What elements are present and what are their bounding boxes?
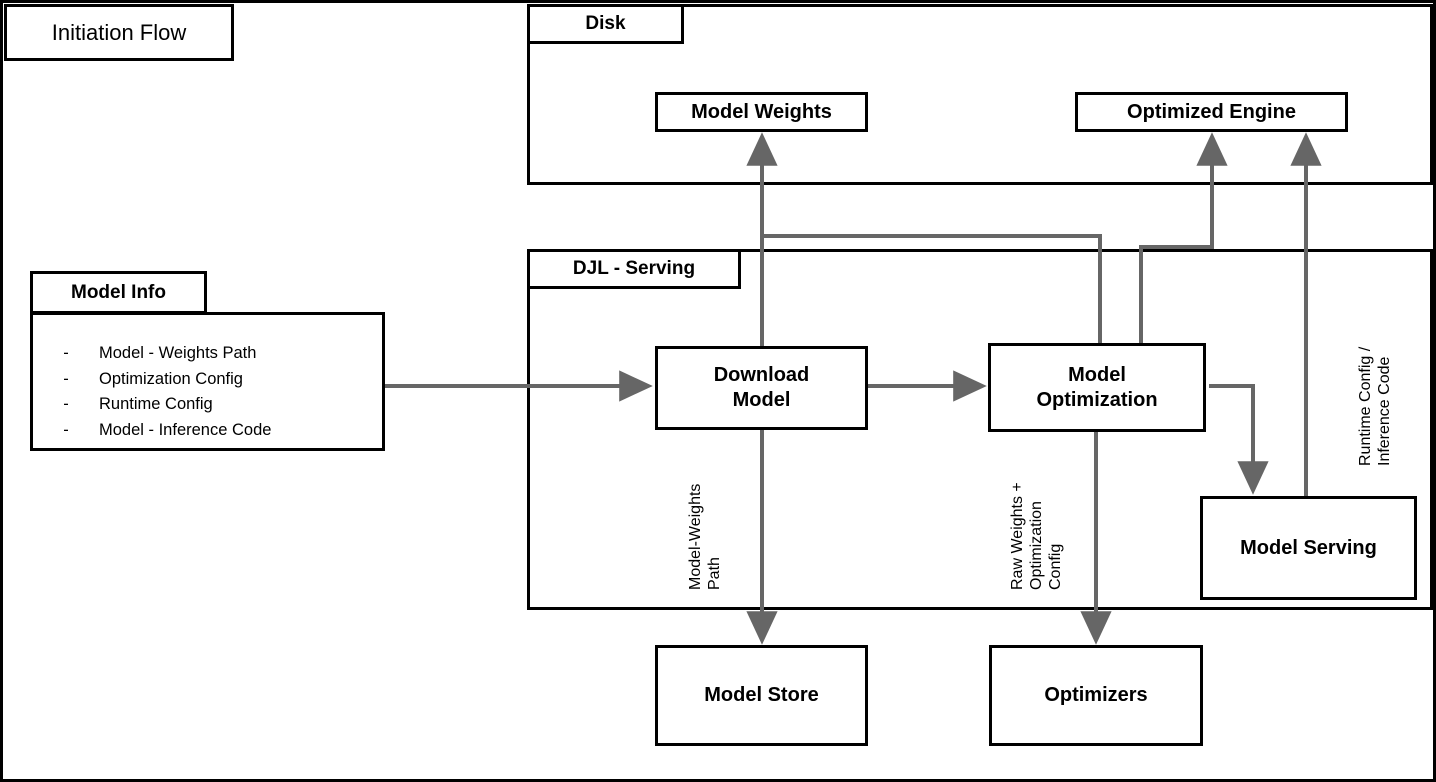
- list-item-label: Model - Inference Code: [99, 421, 272, 440]
- container-disk-tab: Disk: [527, 4, 684, 44]
- model-info-title: Model Info: [71, 281, 166, 303]
- node-model-weights-label: Model Weights: [691, 100, 832, 123]
- node-model-store-label: Model Store: [704, 684, 819, 706]
- bullet-dash: -: [63, 369, 69, 388]
- node-optimizers-label: Optimizers: [1044, 684, 1148, 706]
- node-download-model-label-line2: Model: [732, 389, 791, 411]
- node-model-store[interactable]: Model Store: [655, 645, 868, 746]
- container-disk-label: Disk: [585, 13, 626, 34]
- list-item: - Model - Inference Code: [33, 418, 382, 444]
- edge-label-line2: Optimization: [1028, 501, 1046, 590]
- list-item-label: Optimization Config: [99, 369, 243, 388]
- container-djl-serving-label: DJL - Serving: [572, 258, 696, 279]
- list-item: - Runtime Config: [33, 392, 382, 418]
- node-optimizers[interactable]: Optimizers: [989, 645, 1203, 746]
- node-optimized-engine[interactable]: Optimized Engine: [1075, 92, 1348, 132]
- node-model-serving[interactable]: Model Serving: [1200, 496, 1417, 600]
- node-model-optimization[interactable]: Model Optimization: [988, 343, 1206, 432]
- edge-label-line2: Inference Code: [1376, 356, 1394, 466]
- list-item-label: Model - Weights Path: [99, 344, 257, 362]
- model-info-tab: Model Info: [30, 271, 207, 314]
- list-item-label: Runtime Config: [99, 395, 213, 414]
- model-info-body: - Model - Weights Path - Optimization Co…: [30, 312, 385, 451]
- list-item: - Optimization Config: [33, 367, 382, 393]
- bullet-dash: -: [63, 395, 69, 414]
- list-item: - Model - Weights Path: [33, 341, 382, 367]
- edge-label-raw-weights: Raw Weights + Optimization Config: [1008, 482, 1066, 590]
- node-model-weights[interactable]: Model Weights: [655, 92, 868, 132]
- node-model-serving-label: Model Serving: [1240, 536, 1377, 559]
- node-download-model[interactable]: Download Model: [655, 346, 868, 430]
- page-title: Initiation Flow: [4, 4, 234, 61]
- node-download-model-label-line1: Download: [713, 364, 810, 386]
- node-optimized-engine-label: Optimized Engine: [1127, 100, 1296, 123]
- node-model-optimization-label-line2: Optimization: [1036, 388, 1158, 411]
- edge-label-line3: Config: [1047, 543, 1065, 590]
- edge-label-line1: Raw Weights +: [1009, 482, 1026, 590]
- node-model-optimization-label-line1: Model: [1068, 363, 1126, 386]
- edge-label-runtime-config: Runtime Config / Inference Code: [1356, 347, 1394, 466]
- bullet-dash: -: [63, 421, 69, 440]
- bullet-dash: -: [63, 344, 69, 362]
- edge-label-model-weights-path: Model-Weights Path: [686, 484, 724, 590]
- page-title-label: Initiation Flow: [51, 19, 187, 45]
- container-djl-serving-tab: DJL - Serving: [527, 249, 741, 289]
- edge-label-line1: Runtime Config /: [1357, 346, 1374, 466]
- edge-label-line2: Path: [706, 557, 724, 590]
- container-disk: [527, 4, 1433, 185]
- edge-label-line1: Model-Weights: [687, 483, 704, 590]
- model-info-list: - Model - Weights Path - Optimization Co…: [33, 315, 382, 444]
